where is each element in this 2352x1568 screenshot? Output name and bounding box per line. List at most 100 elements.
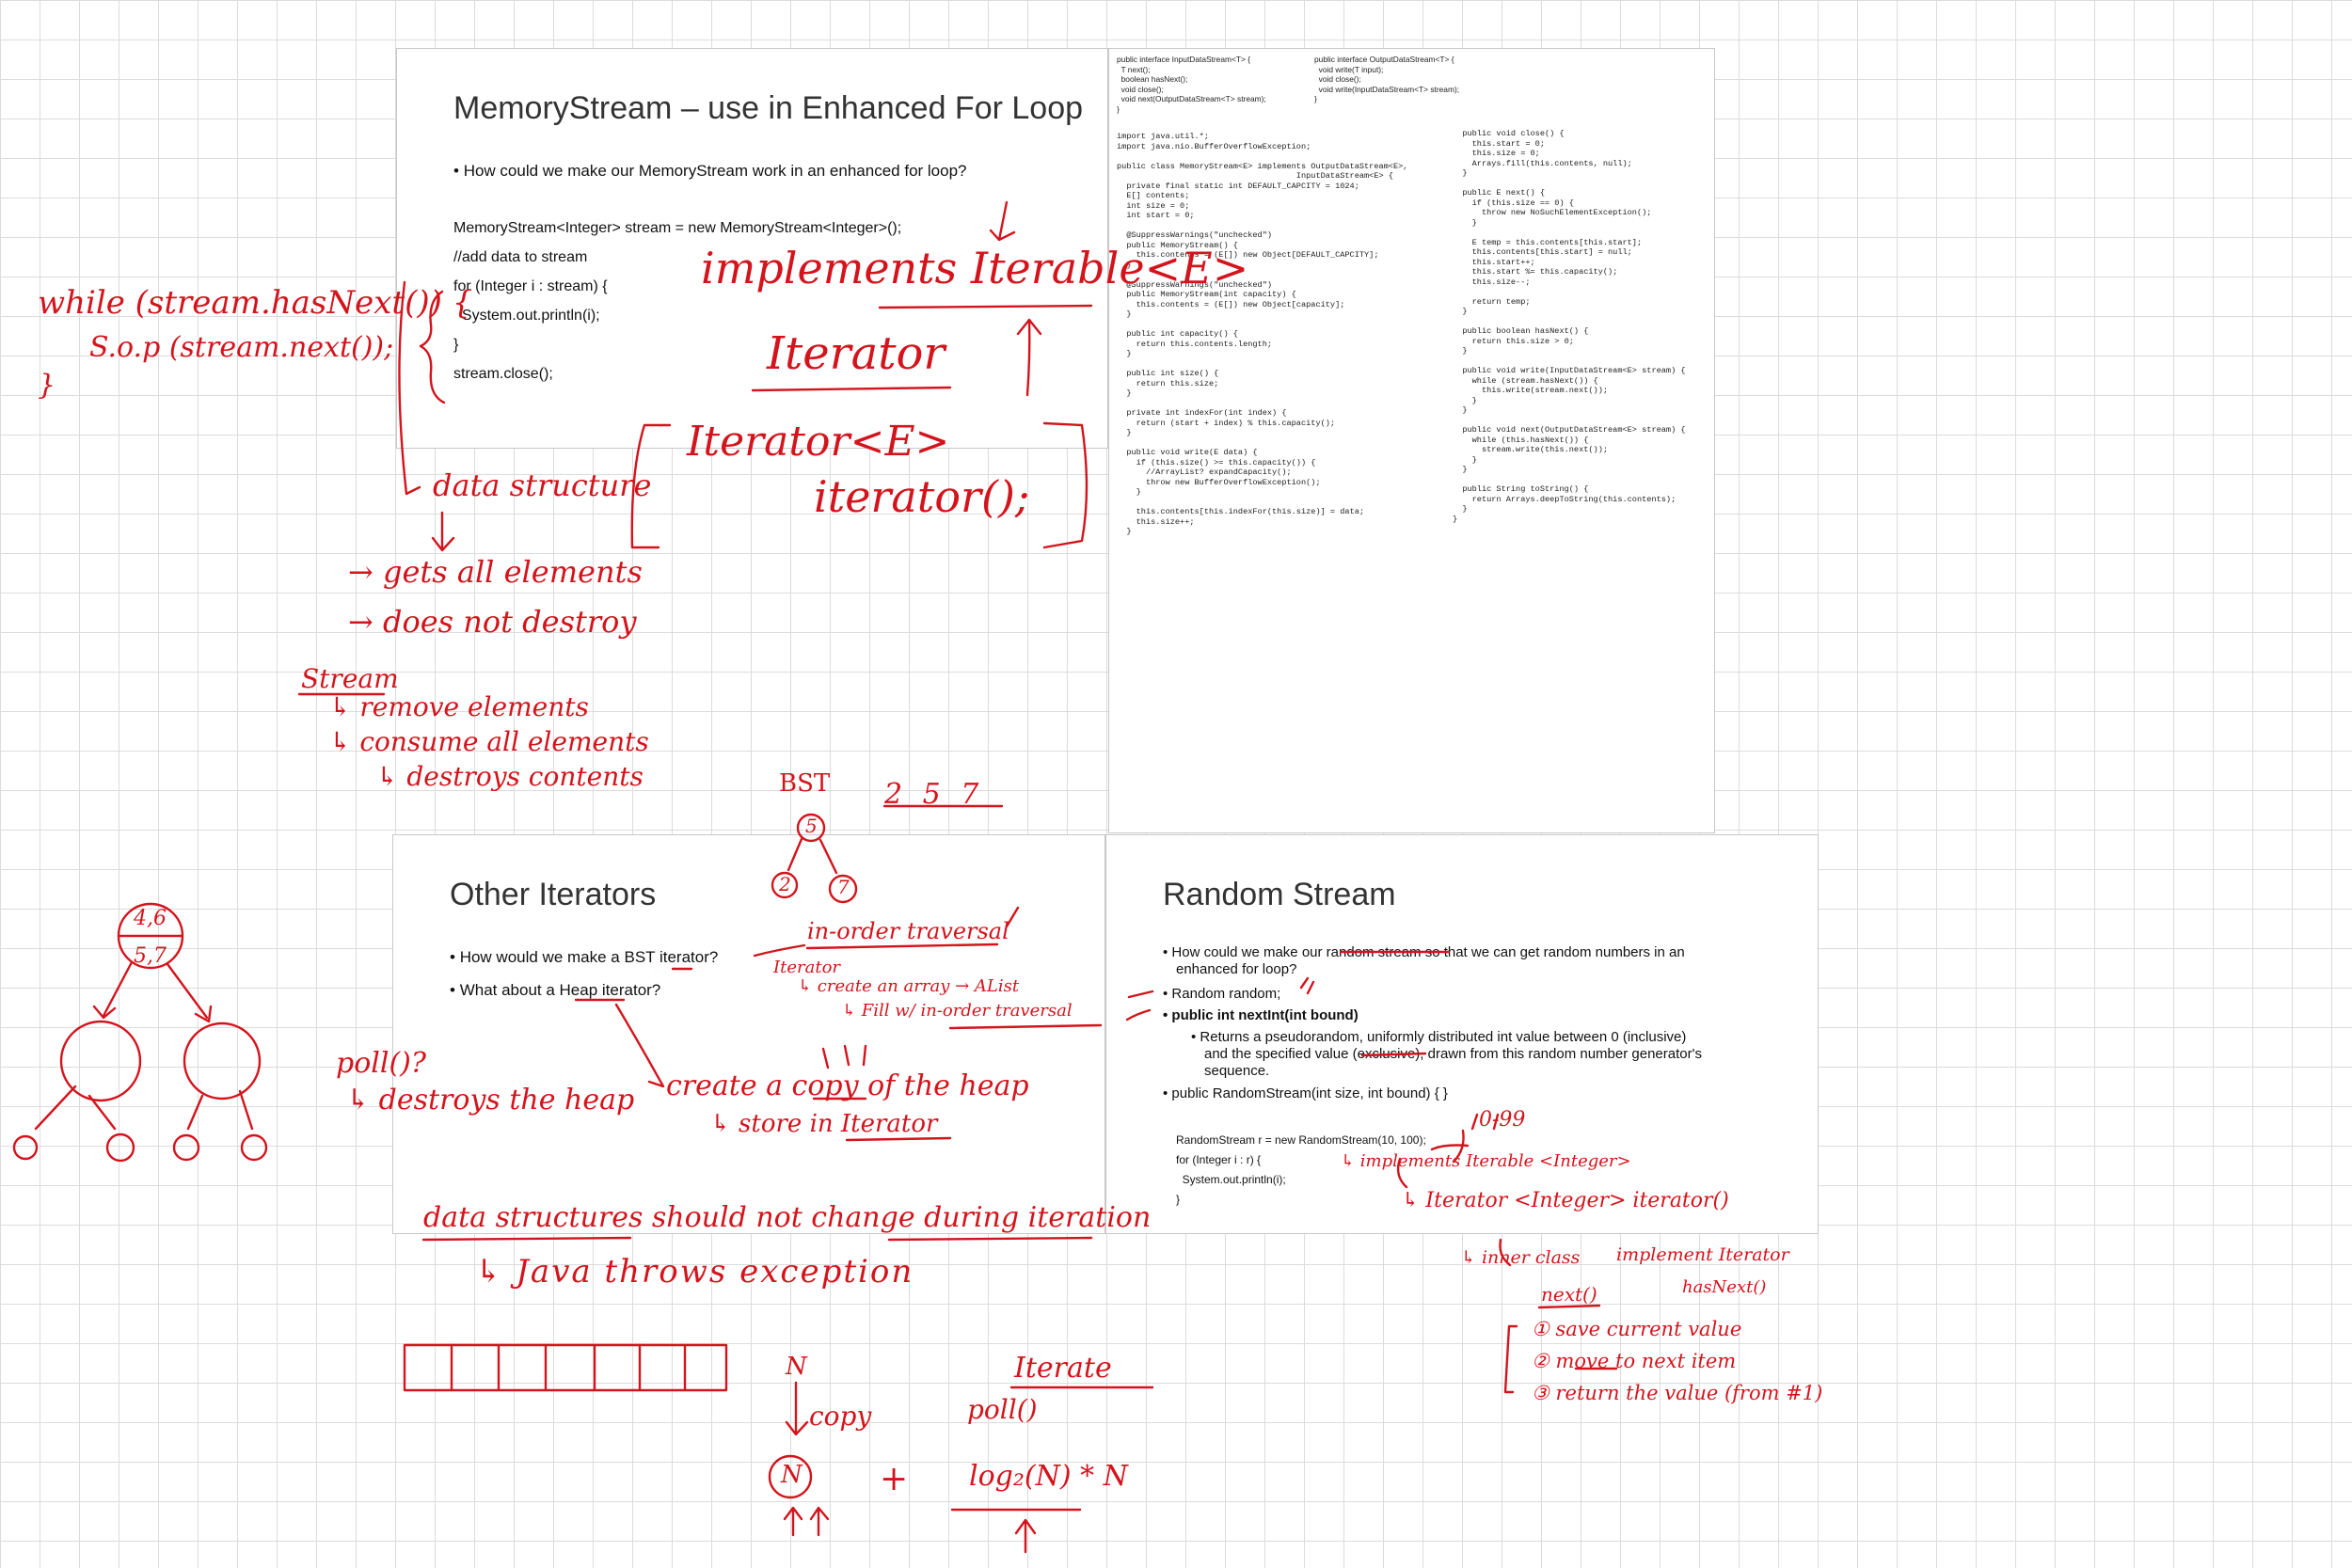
code-listing-line: if (this.size() >= this.capacity()) {	[1117, 457, 1316, 467]
handwritten-n-top: N	[786, 1353, 807, 1381]
handwritten-store-iter: ↳ store in Iterator	[710, 1110, 938, 1138]
code-listing-line: this.write(stream.next());	[1453, 386, 1609, 395]
tree-edge	[787, 837, 838, 875]
underline-stroke	[948, 1023, 1103, 1030]
code-listing-line: }	[1453, 307, 1468, 316]
handwritten-poll: poll()?	[336, 1047, 426, 1080]
handwritten-iterate: Iterate	[1014, 1352, 1112, 1385]
handwritten-implement-iterator: implement Iterator	[1616, 1244, 1789, 1265]
bullet: • public RandomStream(int size, int boun…	[1163, 1085, 1448, 1101]
arrow-stroke	[821, 1044, 867, 1069]
heap-leaf-circle	[105, 1132, 135, 1163]
code-listing-line: }	[1453, 465, 1468, 474]
handwritten-consume: ↳ consume all elements	[329, 726, 649, 757]
handwritten-inner-class: ↳ inner class	[1461, 1247, 1581, 1268]
code-listing-line: public class MemoryStream<E> implements …	[1117, 161, 1408, 171]
slide-title: Other Iterators	[450, 877, 657, 912]
handwritten-implements-iterable: implements Iterable<E>	[701, 243, 1249, 293]
code-listing-line: E[] contents;	[1117, 191, 1190, 200]
slide-random-stream: Random Stream • How could we make our ra…	[1105, 834, 1819, 1234]
code-listing-line: int start = 0;	[1117, 211, 1195, 220]
arrow-stroke	[1299, 976, 1315, 995]
code-listing-line: this.contents[this.start] = null;	[1453, 247, 1632, 257]
bullet-continued: enhanced for loop?	[1176, 961, 1297, 977]
bracket-stroke	[630, 423, 672, 549]
slide-code-listing: public interface InputDataStream<T> { T …	[1108, 48, 1715, 833]
handwritten-node-2: 2	[779, 873, 791, 895]
slide-title: MemoryStream – use in Enhanced For Loop	[453, 90, 1084, 126]
code-listing-line: this.size = 0;	[1453, 149, 1540, 158]
handwritten-in-order: in-order traversal	[807, 918, 1009, 944]
code-line: System.out.println(i);	[453, 308, 600, 324]
code-listing-line: public void write(E data) {	[1117, 448, 1258, 457]
code-listing-line: @SuppressWarnings("unchecked")	[1117, 279, 1273, 290]
code-listing-line: public int capacity() {	[1117, 329, 1238, 339]
code-listing-line: public boolean hasNext() {	[1453, 326, 1589, 336]
handwritten-gets-all: → gets all elements	[348, 554, 643, 590]
code-listing-line: int size = 0;	[1117, 200, 1190, 211]
code-listing-line: T next();	[1117, 64, 1151, 74]
code-listing-line: while (stream.hasNext()) {	[1453, 375, 1598, 386]
bracket-stroke	[1503, 1324, 1518, 1394]
code-listing-line: public MemoryStream() {	[1117, 240, 1238, 250]
code-line: System.out.println(i);	[1176, 1173, 1286, 1186]
code-listing-line: }	[1117, 428, 1132, 437]
code-listing-line: public void write(InputDataStream<E> str…	[1453, 366, 1686, 375]
arrow-stroke	[809, 1506, 830, 1537]
code-listing-line: void close();	[1117, 84, 1164, 94]
code-listing-line: }	[1453, 405, 1468, 415]
code-listing-line: stream.write(this.next());	[1453, 445, 1609, 454]
bst-node-circle	[771, 871, 799, 899]
handwritten-brace: }	[38, 369, 56, 402]
handwritten-heap-top-2: 5,7	[134, 944, 167, 968]
bullet: • How could we make our MemoryStream wor…	[453, 162, 967, 180]
code-listing-line: void write(T input);	[1314, 64, 1384, 74]
code-listing-line: @SuppressWarnings("unchecked")	[1117, 230, 1273, 240]
code-listing-line: private final static int DEFAULT_CAPCITY…	[1117, 181, 1359, 191]
arrow-stroke	[1016, 318, 1042, 397]
arrow-stroke	[785, 1381, 809, 1436]
code-listing-line: public interface OutputDataStream<T> {	[1314, 55, 1454, 64]
code-listing-line: }	[1117, 487, 1141, 497]
code-listing-line: }	[1453, 454, 1477, 465]
handwritten-n-circle: N	[781, 1461, 803, 1489]
handwritten-iterator-method: iterator();	[814, 471, 1030, 522]
code-listing-line: return this.size;	[1117, 378, 1219, 388]
code-listing-line: import java.nio.BufferOverflowException;	[1117, 141, 1311, 151]
bst-node-circle	[828, 874, 858, 904]
code-listing-line: }	[1117, 103, 1120, 114]
code-listing-line: if (this.size == 0) {	[1453, 198, 1574, 208]
code-listing-line: this.start++;	[1453, 257, 1535, 267]
code-listing-line: return (start + index) % this.capacity()…	[1117, 418, 1336, 428]
code-listing-line: return temp;	[1453, 296, 1531, 307]
arrow-stroke	[1470, 1113, 1500, 1131]
code-listing-line: }	[1453, 217, 1477, 228]
heap-leaf-circle	[172, 1133, 200, 1162]
n-circle	[768, 1454, 813, 1499]
handwritten-iterator: Iterator	[767, 327, 946, 380]
code-listing-line: this.contents = (E[]) new Object[capacit…	[1117, 299, 1345, 309]
code-listing-line: this.start = 0;	[1453, 138, 1545, 149]
bullet: • public int nextInt(int bound)	[1163, 1007, 1359, 1023]
handwritten-while-loop: while (stream.hasNext()) {	[38, 284, 473, 322]
code-listing-line: return Arrays.deepToString(this.contents…	[1453, 494, 1677, 504]
code-listing-line: void close();	[1314, 74, 1361, 84]
code-listing-line: E temp = this.contents[this.start];	[1453, 237, 1643, 247]
code-listing-line: boolean hasNext();	[1117, 74, 1188, 84]
handwritten-copy: copy	[809, 1401, 872, 1432]
code-listing-line: }	[1117, 309, 1132, 319]
handwritten-poll-2: poll()	[967, 1394, 1038, 1425]
handwritten-ds-no-change: data structures should not change during…	[423, 1201, 1152, 1234]
code-listing-line: }	[1117, 527, 1132, 536]
tree-edge	[34, 1085, 254, 1131]
handwritten-java-throws: ↳ Java throws exception	[475, 1253, 914, 1291]
handwritten-step-3: ③ return the value (from #1)	[1532, 1382, 1823, 1404]
code-listing-line: this.size++;	[1117, 516, 1195, 527]
code-listing-line: this.contents[this.indexFor(this.size)] …	[1117, 507, 1365, 516]
handwritten-not-destroy: → does not destroy	[348, 604, 637, 640]
handwritten-remove: ↳ remove elements	[329, 691, 589, 722]
bullet: • How would we make a BST iterator?	[450, 948, 719, 966]
slide-other-iterators: Other Iterators • How would we make a BS…	[392, 834, 1105, 1234]
handwritten-impl-iterable-int: ↳ implements Iterable <Integer>	[1341, 1151, 1631, 1171]
handwritten-bst-label: BST	[779, 769, 831, 798]
